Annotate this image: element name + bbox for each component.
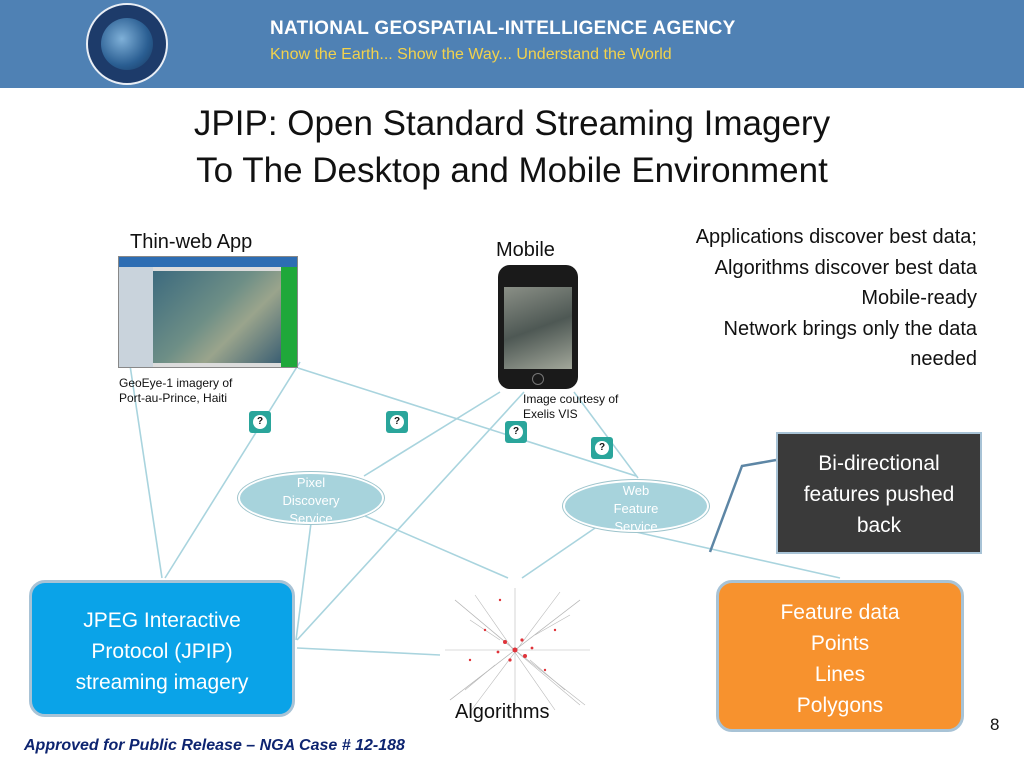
- key-points-list: Applications discover best data; Algorit…: [597, 222, 977, 375]
- jpip-streaming-box: JPEG Interactive Protocol (JPIP) streami…: [29, 580, 295, 717]
- connector-line: [363, 391, 501, 477]
- pixel-discovery-service-node: Pixel Discovery Service: [238, 472, 384, 526]
- release-footer: Approved for Public Release – NGA Case #…: [24, 737, 405, 754]
- algorithm-network-graph: [445, 588, 590, 713]
- algorithms-label: Algorithms: [455, 701, 550, 723]
- agency-name: NATIONAL GEOSPATIAL-INTELLIGENCE AGENCY: [270, 18, 736, 39]
- globe-icon: [101, 18, 153, 70]
- thin-web-app-label: Thin-web App: [130, 231, 253, 253]
- callout-line: [708, 458, 777, 553]
- mobile-phone-image: [498, 265, 578, 389]
- query-icon: ?: [249, 411, 271, 433]
- nga-seal-icon: [86, 3, 168, 85]
- web-feature-service-node: Web Feature Service: [563, 480, 709, 534]
- mobile-label: Mobile: [496, 239, 555, 261]
- agency-motto: Know the Earth... Show the Way... Unders…: [270, 46, 672, 63]
- connector-line: [364, 515, 509, 579]
- connector-line: [296, 647, 441, 656]
- connector-line: [295, 522, 312, 641]
- key-point: Applications discover best data;: [695, 226, 977, 248]
- feature-data-box: Feature data Points Lines Polygons: [716, 580, 964, 732]
- connector-line: [297, 367, 637, 477]
- connector-line: [521, 525, 599, 579]
- query-icon: ?: [591, 437, 613, 459]
- query-icon: ?: [386, 411, 408, 433]
- title-line-2: To The Desktop and Mobile Environment: [196, 151, 828, 190]
- thin-web-app-screenshot: [118, 256, 298, 368]
- page-number: 8: [990, 715, 1000, 734]
- key-point: needed: [910, 348, 977, 370]
- query-icon: ?: [505, 421, 527, 443]
- slide-title: JPIP: Open Standard Streaming Imagery To…: [0, 100, 1024, 194]
- connector-line: [164, 361, 301, 579]
- mobile-caption: Image courtesy of Exelis VIS: [523, 392, 619, 421]
- connector-line: [635, 531, 841, 579]
- bidirectional-features-box: Bi-directional features pushed back: [776, 432, 982, 554]
- key-point: Network brings only the data: [723, 317, 977, 340]
- header-banner: NATIONAL GEOSPATIAL-INTELLIGENCE AGENCY …: [0, 0, 1024, 88]
- key-point: Mobile-ready: [861, 287, 977, 309]
- connector-line: [296, 391, 525, 641]
- thin-web-app-caption: GeoEye-1 imagery of Port-au-Prince, Hait…: [119, 376, 233, 405]
- connector-line: [573, 391, 639, 479]
- title-line-1: JPIP: Open Standard Streaming Imagery: [193, 104, 831, 143]
- key-point: Algorithms discover best data: [714, 256, 977, 279]
